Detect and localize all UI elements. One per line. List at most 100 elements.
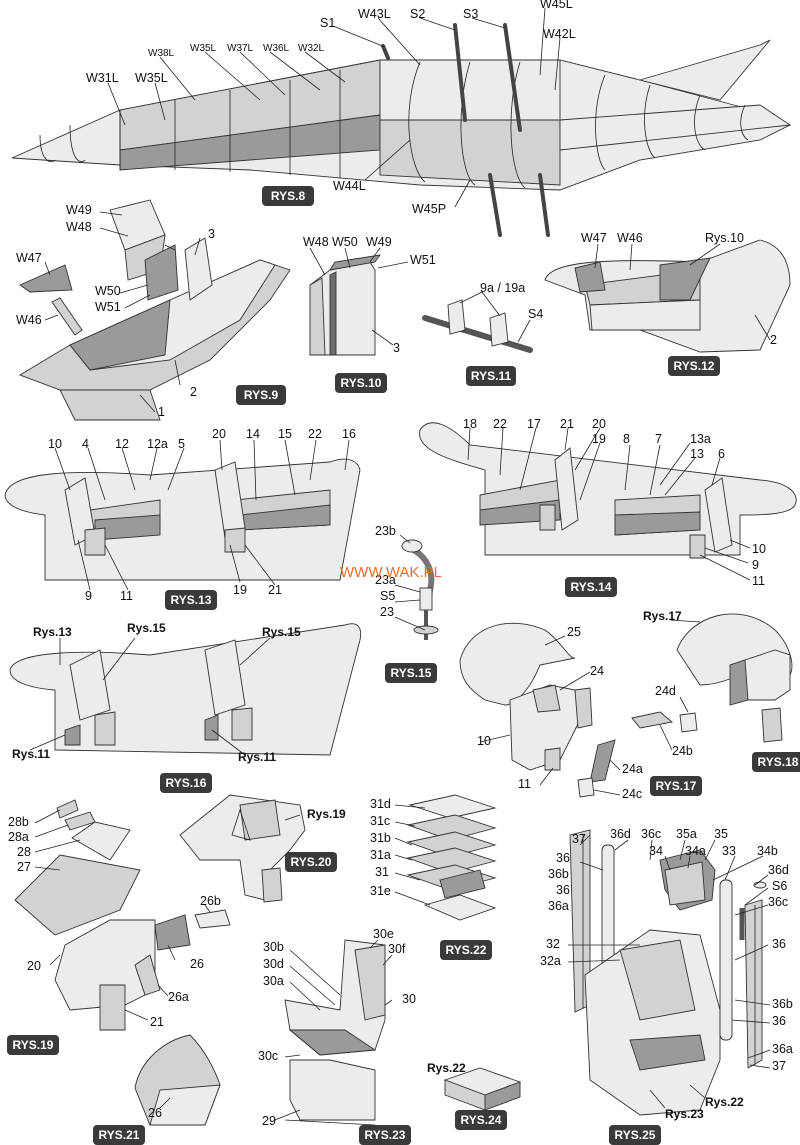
figure-rys9: W49 W48 3 W47 W50 W51 W46 2 1 RYS.9: [16, 199, 291, 421]
label-s1: S1: [320, 16, 335, 30]
label-w47: W47: [581, 231, 607, 245]
label-24a: 24a: [622, 762, 643, 776]
label-35a: 35a: [676, 827, 697, 841]
label-25: 25: [567, 625, 581, 639]
label-10: 10: [477, 734, 491, 748]
label-rys17: Rys.17: [643, 609, 682, 623]
label-32: 32: [546, 937, 560, 951]
badge-rys9-text: RYS.9: [244, 388, 279, 402]
badge-rys24-text: RYS.24: [461, 1113, 502, 1127]
label-rys19: Rys.19: [307, 807, 346, 821]
badge-rys21-text: RYS.21: [99, 1128, 140, 1142]
badge-rys24: [455, 1110, 507, 1130]
label-26: 26: [148, 1106, 162, 1120]
label-22: 22: [308, 427, 322, 441]
label-31a: 31a: [370, 848, 391, 862]
label-16: 16: [342, 427, 356, 441]
label-10: 10: [48, 437, 62, 451]
label-34b: 34b: [757, 844, 778, 858]
figure-rys19: 28b 28a 28 27 26b 20 26 26a 21 RYS.19: [7, 799, 231, 1055]
badge-rys14-text: RYS.14: [571, 580, 612, 594]
badge-rys17-text: RYS.17: [656, 779, 697, 793]
label-w46: W46: [16, 313, 42, 327]
label-11: 11: [752, 574, 765, 588]
label-20: 20: [592, 417, 606, 431]
label-w45p: W45P: [412, 202, 446, 216]
badge-rys22-text: RYS.22: [446, 943, 487, 957]
label-27: 27: [17, 860, 31, 874]
label-36c-right: 36c: [768, 895, 788, 909]
label-13: 13: [690, 447, 704, 461]
label-24b: 24b: [672, 744, 693, 758]
figure-rys23: 30e 30b 30f 30d 30a 30 30c 29 RYS.23: [258, 927, 416, 1145]
label-14: 14: [246, 427, 260, 441]
badge-rys8-text: RYS.8: [271, 189, 306, 203]
badge-rys20: [285, 852, 337, 872]
label-rys22: Rys.22: [427, 1061, 466, 1075]
figure-rys20: Rys.19 RYS.20: [179, 794, 346, 903]
label-30: 30: [402, 992, 416, 1006]
label-36a-right: 36a: [772, 1042, 793, 1056]
label-w48: W48: [66, 220, 92, 234]
label-3: 3: [393, 341, 400, 355]
label-33: 33: [722, 844, 736, 858]
badge-rys11-text: RYS.11: [471, 369, 512, 383]
label-34: 34: [649, 844, 663, 858]
label-w32l: W32L: [298, 43, 325, 54]
figure-rys14: 18 22 17 21 20 19 8 7 13a 13 6 10 9 11 R…: [419, 417, 797, 597]
label-31: 31: [375, 865, 389, 879]
badge-rys12-text: RYS.12: [674, 359, 715, 373]
label-29: 29: [262, 1114, 276, 1128]
badge-rys12: [668, 356, 720, 376]
label-rys23: Rys.23: [665, 1107, 704, 1121]
label-21: 21: [150, 1015, 164, 1029]
figure-rys10: W48 W50 W49 W51 3 RYS.10: [303, 235, 436, 393]
label-w49: W49: [366, 235, 392, 249]
figure-rys22: 31d 31c 31b 31a 31 31e RYS.22: [370, 794, 497, 960]
label-2: 2: [770, 333, 777, 347]
label-30b: 30b: [263, 940, 284, 954]
label-32a: 32a: [540, 954, 561, 968]
badge-rys11: [466, 366, 516, 386]
badge-rys13-text: RYS.13: [171, 593, 212, 607]
label-w37l: W37L: [227, 43, 254, 54]
label-28a: 28a: [8, 830, 29, 844]
label-36d-right: 36d: [768, 863, 789, 877]
label-rys10: Rys.10: [705, 231, 744, 245]
label-12a: 12a: [147, 437, 168, 451]
label-34a: 34a: [685, 844, 706, 858]
label-15: 15: [278, 427, 292, 441]
figure-rys15: 23b 23a S5 23 RYS.15: [375, 524, 439, 683]
badge-rys23: [359, 1125, 411, 1145]
label-31d: 31d: [370, 797, 391, 811]
badge-rys10: [335, 373, 387, 393]
label-w51: W51: [410, 253, 436, 267]
label-w47: W47: [16, 251, 42, 265]
badge-rys10-text: RYS.10: [341, 376, 382, 390]
label-30f: 30f: [388, 942, 406, 956]
label-4: 4: [82, 437, 89, 451]
label-w36l: W36L: [263, 43, 290, 54]
label-30c: 30c: [258, 1049, 278, 1063]
badge-rys20-text: RYS.20: [291, 855, 332, 869]
badge-rys19: [7, 1035, 59, 1055]
label-w45l: W45L: [540, 0, 573, 11]
label-20: 20: [27, 959, 41, 973]
label-28: 28: [17, 845, 31, 859]
label-26b: 26b: [200, 894, 221, 908]
label-36-a: 36: [556, 851, 570, 865]
badge-rys14: [565, 577, 617, 597]
figure-rys24: Rys.22 RYS.24: [427, 1061, 522, 1130]
label-24d: 24d: [655, 684, 676, 698]
label-w38l: W38L: [148, 48, 175, 59]
label-3: 3: [208, 227, 215, 241]
badge-rys9: [236, 385, 286, 405]
label-w46: W46: [617, 231, 643, 245]
badge-rys22: [440, 940, 492, 960]
label-20: 20: [212, 427, 226, 441]
figure-rys13: 10 4 12 12a 5 20 14 15 22 16 9 11 19 21 …: [4, 427, 361, 610]
badge-rys8: [262, 186, 314, 206]
label-21: 21: [268, 583, 282, 597]
label-rys13: Rys.13: [33, 625, 72, 639]
label-w43l: W43L: [358, 7, 391, 21]
